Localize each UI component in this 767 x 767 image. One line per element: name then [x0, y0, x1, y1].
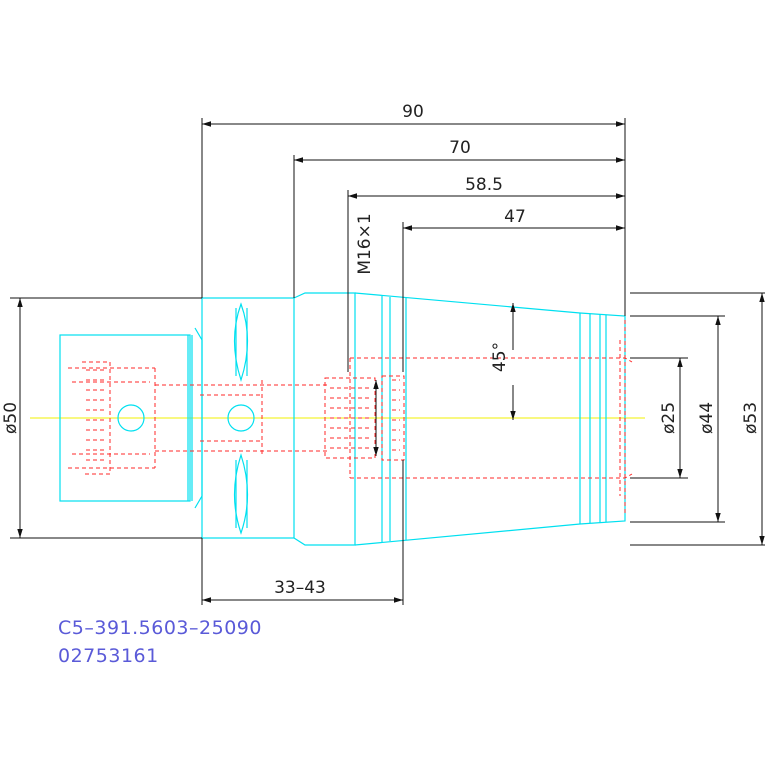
tool-holder-outline [59, 292, 626, 546]
collar-outline [293, 292, 356, 546]
dim-58-5: 58.5 [465, 175, 503, 195]
part-number: 02753161 [58, 645, 159, 667]
nose-outline [354, 292, 626, 546]
dimension-lines [10, 118, 765, 605]
dim-70: 70 [449, 138, 471, 158]
dim-dia50: ø50 [1, 402, 21, 434]
dim-47: 47 [504, 207, 526, 227]
dim-dia44: ø44 [697, 402, 717, 434]
coolant-hole-shank [117, 404, 145, 432]
dim-33-43: 33–43 [274, 578, 326, 598]
dim-angle: 45° [490, 342, 510, 372]
dim-thread: M16×1 [355, 213, 375, 274]
flange-outline [201, 297, 295, 539]
dim-dia53: ø53 [741, 402, 761, 434]
part-code: C5–391.5603–25090 [58, 617, 262, 639]
shank-outline [59, 334, 191, 502]
dim-dia25: ø25 [659, 402, 679, 434]
dim-90: 90 [402, 102, 424, 122]
coolant-hole-flange [227, 404, 255, 432]
hidden-features [68, 320, 633, 516]
